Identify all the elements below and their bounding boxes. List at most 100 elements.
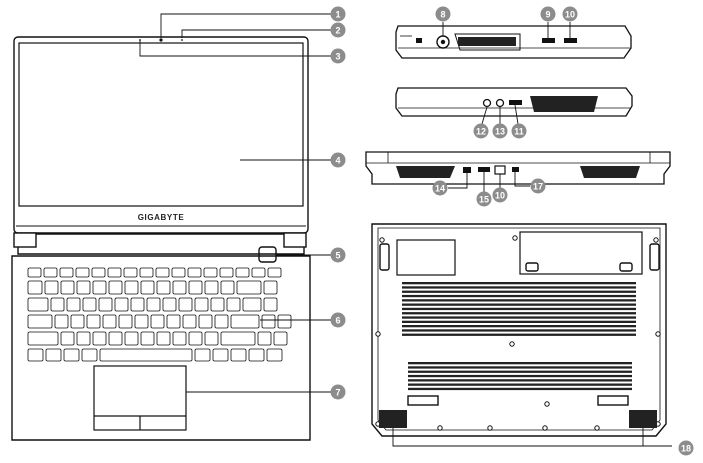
vent-slat	[402, 316, 636, 319]
screw-icon	[653, 237, 659, 243]
keyboard-key	[242, 297, 262, 312]
callout-5: 5	[330, 247, 346, 263]
keyboard-key	[273, 331, 288, 346]
keyboard-key	[188, 280, 203, 295]
keyboard-key	[63, 348, 80, 362]
keyboard-key	[124, 331, 139, 346]
callout-14: 14	[432, 180, 448, 196]
keyboard-key	[123, 267, 138, 278]
keyboard-key	[114, 297, 129, 312]
keyboard-key	[60, 280, 75, 295]
keyboard-key	[44, 280, 59, 295]
power-button-icon	[258, 246, 277, 263]
leader-14	[448, 173, 468, 189]
callout-2: 2	[330, 22, 346, 38]
vent-slat	[408, 370, 632, 373]
hinge-bar	[17, 233, 305, 255]
keyboard-key	[172, 280, 187, 295]
keyboard-key	[60, 331, 75, 346]
keyboard-key	[102, 314, 117, 329]
callout-10-rear-label: 10	[495, 190, 505, 200]
hdmi-port-icon	[478, 167, 490, 172]
hinge-left	[13, 232, 37, 248]
callout-18: 18	[678, 440, 694, 456]
keyboard-key	[156, 331, 171, 346]
keyboard-key	[27, 280, 43, 295]
screw-icon	[655, 331, 661, 337]
keyboard-key	[198, 314, 213, 329]
keyboard-key	[76, 331, 91, 346]
keyboard-key	[27, 348, 44, 362]
callout-13: 13	[492, 123, 508, 139]
keyboard-key	[236, 280, 262, 295]
keyboard-key	[203, 267, 218, 278]
keyboard-key	[182, 314, 197, 329]
webcam-icon	[159, 38, 163, 42]
rj45-port-icon	[494, 165, 506, 175]
callout-7-label: 7	[335, 387, 340, 397]
keyboard-key	[27, 267, 42, 278]
callout-6: 6	[330, 312, 346, 328]
keyboard	[27, 267, 292, 362]
vent-slat	[408, 366, 632, 369]
speaker-right-icon	[629, 410, 657, 428]
callout-10-left: 10	[562, 6, 578, 22]
callout-7: 7	[330, 384, 346, 400]
microphone-jack-icon	[495, 98, 505, 108]
callout-2-label: 2	[335, 25, 340, 35]
screw-icon	[594, 425, 600, 431]
keyboard-key	[277, 314, 292, 329]
bottom-foot-left	[407, 395, 439, 406]
vent-slat	[402, 303, 636, 306]
keyboard-key	[257, 331, 272, 346]
leader-12	[481, 106, 488, 125]
keyboard-key	[108, 280, 123, 295]
keyboard-key	[267, 267, 282, 278]
keyboard-key	[59, 267, 74, 278]
brand-logo: GIGABYTE	[138, 213, 185, 222]
keyboard-key	[172, 331, 187, 346]
callout-3-label: 3	[335, 51, 340, 61]
keyboard-key	[178, 297, 193, 312]
bottom-latch-right	[619, 262, 633, 272]
keyboard-key	[70, 314, 85, 329]
screw-icon	[542, 425, 548, 431]
callout-12-label: 12	[476, 126, 486, 136]
keyboard-key	[263, 280, 278, 295]
keyboard-key	[194, 297, 209, 312]
bottom-vent-grille	[402, 282, 636, 391]
screw-icon	[544, 401, 550, 407]
keyboard-key	[27, 297, 49, 312]
vent-slat	[402, 294, 636, 298]
keyboard-key	[139, 267, 154, 278]
touchpad	[93, 365, 187, 431]
callout-4-label: 4	[335, 155, 340, 165]
keyboard-key	[146, 297, 161, 312]
keyboard-key	[76, 280, 91, 295]
callout-10-rear: 10	[492, 187, 508, 203]
keyboard-key	[54, 314, 69, 329]
bottom-panel-inner	[377, 227, 661, 431]
rear-vent-left	[396, 166, 455, 178]
security-lock-slot-icon	[416, 38, 422, 43]
callout-11-label: 11	[514, 126, 524, 136]
keyboard-key	[226, 297, 241, 312]
vent-slat	[402, 333, 636, 336]
laptop-lid	[13, 36, 309, 234]
screw-icon	[379, 237, 385, 243]
vent-slat	[402, 325, 636, 328]
callout-17: 17	[530, 178, 546, 194]
callout-11: 11	[511, 123, 527, 139]
keyboard-key	[204, 280, 219, 295]
callout-5-label: 5	[335, 250, 340, 260]
keyboard-key	[107, 267, 122, 278]
keyboard-key	[156, 280, 171, 295]
speaker-left-icon	[379, 410, 407, 428]
keyboard-key	[210, 297, 225, 312]
leader-17	[514, 172, 530, 187]
keyboard-key	[219, 267, 234, 278]
keyboard-key	[130, 297, 145, 312]
dc-in-rear-port-icon	[463, 167, 471, 173]
keyboard-key	[188, 331, 203, 346]
